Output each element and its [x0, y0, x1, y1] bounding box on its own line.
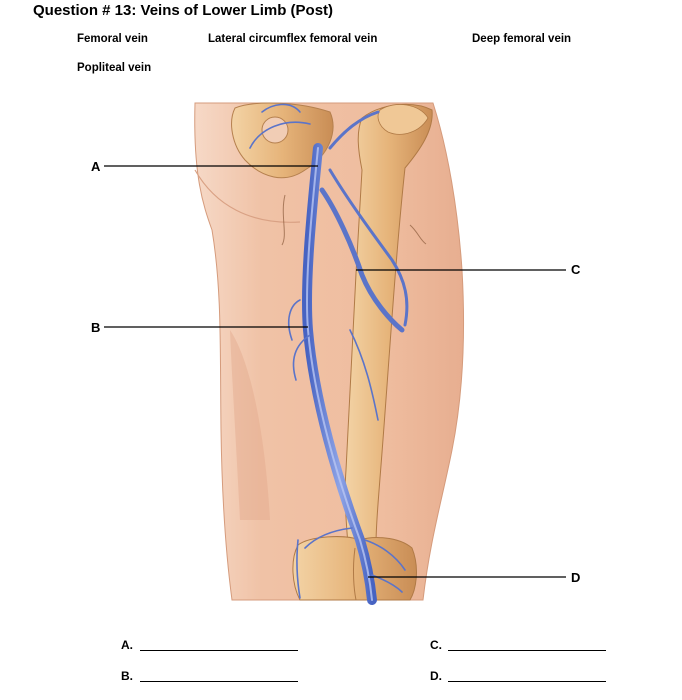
femoral-vein-highlight: [306, 147, 373, 601]
leader-lines: [104, 165, 566, 578]
lateral-circumflex-femoral-vein: [328, 110, 380, 150]
muscle-shadow: [230, 330, 270, 520]
label-b: B: [91, 320, 101, 335]
answer-label-c: C.: [430, 638, 442, 652]
vein-tributaries: [249, 103, 406, 599]
deep-femoral-vein: [319, 187, 405, 333]
label-a: A: [91, 159, 101, 174]
greater-trochanter: [377, 104, 429, 135]
word-bank-lateral-circumflex-femoral-vein: Lateral circumflex femoral vein: [208, 33, 378, 45]
answer-label-b: B.: [121, 669, 133, 683]
label-c: C: [571, 262, 581, 277]
knee-condyles: [292, 536, 417, 601]
femur-bone: [344, 104, 433, 546]
question-title: Question # 13: Veins of Lower Limb (Post…: [33, 2, 334, 19]
answer-blank-c[interactable]: [448, 650, 606, 651]
nerve-hints: [281, 194, 427, 246]
deep-femoral-vein-2: [328, 168, 409, 327]
answer-blank-d[interactable]: [448, 681, 606, 682]
answer-label-d: D.: [430, 669, 442, 683]
word-bank-popliteal-vein: Popliteal vein: [77, 62, 152, 74]
answer-label-a: A.: [121, 638, 133, 652]
word-bank-deep-femoral-vein: Deep femoral vein: [472, 33, 572, 45]
label-d: D: [571, 570, 581, 585]
answer-blank-a[interactable]: [140, 650, 298, 651]
word-bank-femoral-vein: Femoral vein: [77, 33, 148, 45]
knee-notch: [352, 547, 357, 601]
answer-blank-b[interactable]: [140, 681, 298, 682]
